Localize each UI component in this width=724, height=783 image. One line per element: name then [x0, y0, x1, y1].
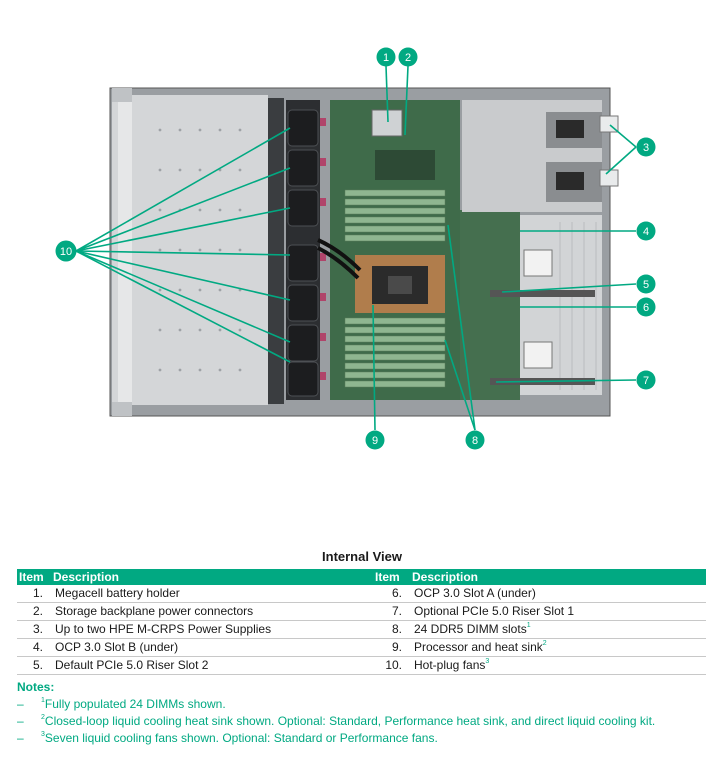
callout-10-label: 10	[60, 246, 72, 258]
table-row: 2. Storage backplane power connectors 7.…	[17, 602, 706, 621]
item-description: Up to two HPE M-CRPS Power Supplies	[51, 620, 373, 639]
note-text: 1Fully populated 24 DIMMs shown.	[41, 697, 226, 711]
note-item: – 3Seven liquid cooling fans shown. Opti…	[17, 730, 707, 746]
column-header-description: Description	[51, 569, 373, 585]
psu-2-latch	[599, 169, 619, 187]
item-number: 1.	[17, 585, 51, 603]
callout-7: 7	[636, 370, 656, 390]
coolant-tubes	[317, 238, 362, 280]
item-number: 2.	[17, 602, 51, 621]
callout-9: 9	[365, 430, 385, 450]
cold-plate-top	[388, 276, 412, 294]
item-description: OCP 3.0 Slot A (under)	[410, 585, 706, 603]
table-header-row: Item Description Item Description	[17, 569, 706, 585]
item-description: Hot-plug fans3	[410, 656, 706, 675]
front-bezel-rail	[118, 95, 132, 405]
callout-2-label: 2	[405, 52, 411, 64]
item-description: Default PCIe 5.0 Riser Slot 2	[51, 656, 373, 675]
note-text: 2Closed-loop liquid cooling heat sink sh…	[41, 714, 656, 728]
dimm-bank-lower	[344, 317, 446, 388]
item-number: 8.	[373, 620, 410, 639]
column-header-description: Description	[410, 569, 706, 585]
item-number: 4.	[17, 638, 51, 657]
connector-block	[375, 150, 435, 180]
column-header-item: Item	[17, 569, 51, 585]
table-row: 5. Default PCIe 5.0 Riser Slot 2 10. Hot…	[17, 656, 706, 675]
system-board-right	[460, 210, 520, 400]
callout-4: 4	[636, 221, 656, 241]
callout-1-label: 1	[383, 52, 389, 64]
callout-4-label: 4	[643, 226, 649, 238]
note-dash: –	[17, 714, 24, 728]
item-description: 24 DDR5 DIMM slots1	[410, 620, 706, 639]
server-internal-view-diagram: 1 2 3 4 5 6 7 8 9 10	[55, 47, 656, 450]
rack-ear-bottom	[112, 402, 132, 416]
callout-10: 10	[55, 240, 77, 262]
psu-1-handle	[556, 120, 584, 138]
callout-7-label: 7	[643, 375, 649, 387]
callout-9-label: 9	[372, 435, 378, 447]
callout-5: 5	[636, 274, 656, 294]
notes-section: Notes: – 1Fully populated 24 DIMMs shown…	[17, 680, 707, 747]
item-description: Processor and heat sink2	[410, 638, 706, 657]
note-item: – 1Fully populated 24 DIMMs shown.	[17, 696, 707, 712]
notes-title: Notes:	[17, 680, 55, 694]
item-description: Storage backplane power connectors	[51, 602, 373, 621]
callout-6-label: 6	[643, 302, 649, 314]
component-table: Item Description Item Description 1. Meg…	[17, 569, 706, 675]
item-number: 5.	[17, 656, 51, 675]
item-number: 6.	[373, 585, 410, 603]
callout-2: 2	[398, 47, 418, 67]
table-row: 3. Up to two HPE M-CRPS Power Supplies 8…	[17, 620, 706, 639]
rack-ear-top	[112, 88, 132, 102]
item-description: Optional PCIe 5.0 Riser Slot 1	[410, 602, 706, 621]
fan-latches	[320, 118, 326, 380]
front-drive-bay	[112, 95, 268, 405]
item-number: 10.	[373, 656, 410, 675]
riser-slot-2	[490, 290, 595, 297]
riser-vent-grid	[559, 222, 597, 390]
column-header-item: Item	[373, 569, 410, 585]
item-number: 3.	[17, 620, 51, 639]
table-row: 4. OCP 3.0 Slot B (under) 9. Processor a…	[17, 638, 706, 657]
item-description: OCP 3.0 Slot B (under)	[51, 638, 373, 657]
callout-8-label: 8	[472, 435, 478, 447]
riser-2-label	[523, 249, 553, 277]
callout-6: 6	[636, 297, 656, 317]
hot-plug-fans	[287, 109, 319, 397]
figure-caption: Internal View	[322, 549, 402, 564]
item-number: 9.	[373, 638, 410, 657]
psu-2-handle	[556, 172, 584, 190]
callout-5-label: 5	[643, 279, 649, 291]
callout-8: 8	[465, 430, 485, 450]
note-text: 3Seven liquid cooling fans shown. Option…	[41, 731, 438, 745]
item-number: 7.	[373, 602, 410, 621]
note-dash: –	[17, 697, 24, 711]
note-dash: –	[17, 731, 24, 745]
dimm-bank-upper	[344, 189, 446, 242]
table-row: 1. Megacell battery holder 6. OCP 3.0 Sl…	[17, 585, 706, 603]
callout-1: 1	[376, 47, 396, 67]
item-description: Megacell battery holder	[51, 585, 373, 603]
riser-1-label	[523, 341, 553, 369]
callout-3: 3	[636, 137, 656, 157]
callout-3-label: 3	[643, 142, 649, 154]
note-item: – 2Closed-loop liquid cooling heat sink …	[17, 713, 707, 729]
callout-leaders	[75, 65, 637, 431]
